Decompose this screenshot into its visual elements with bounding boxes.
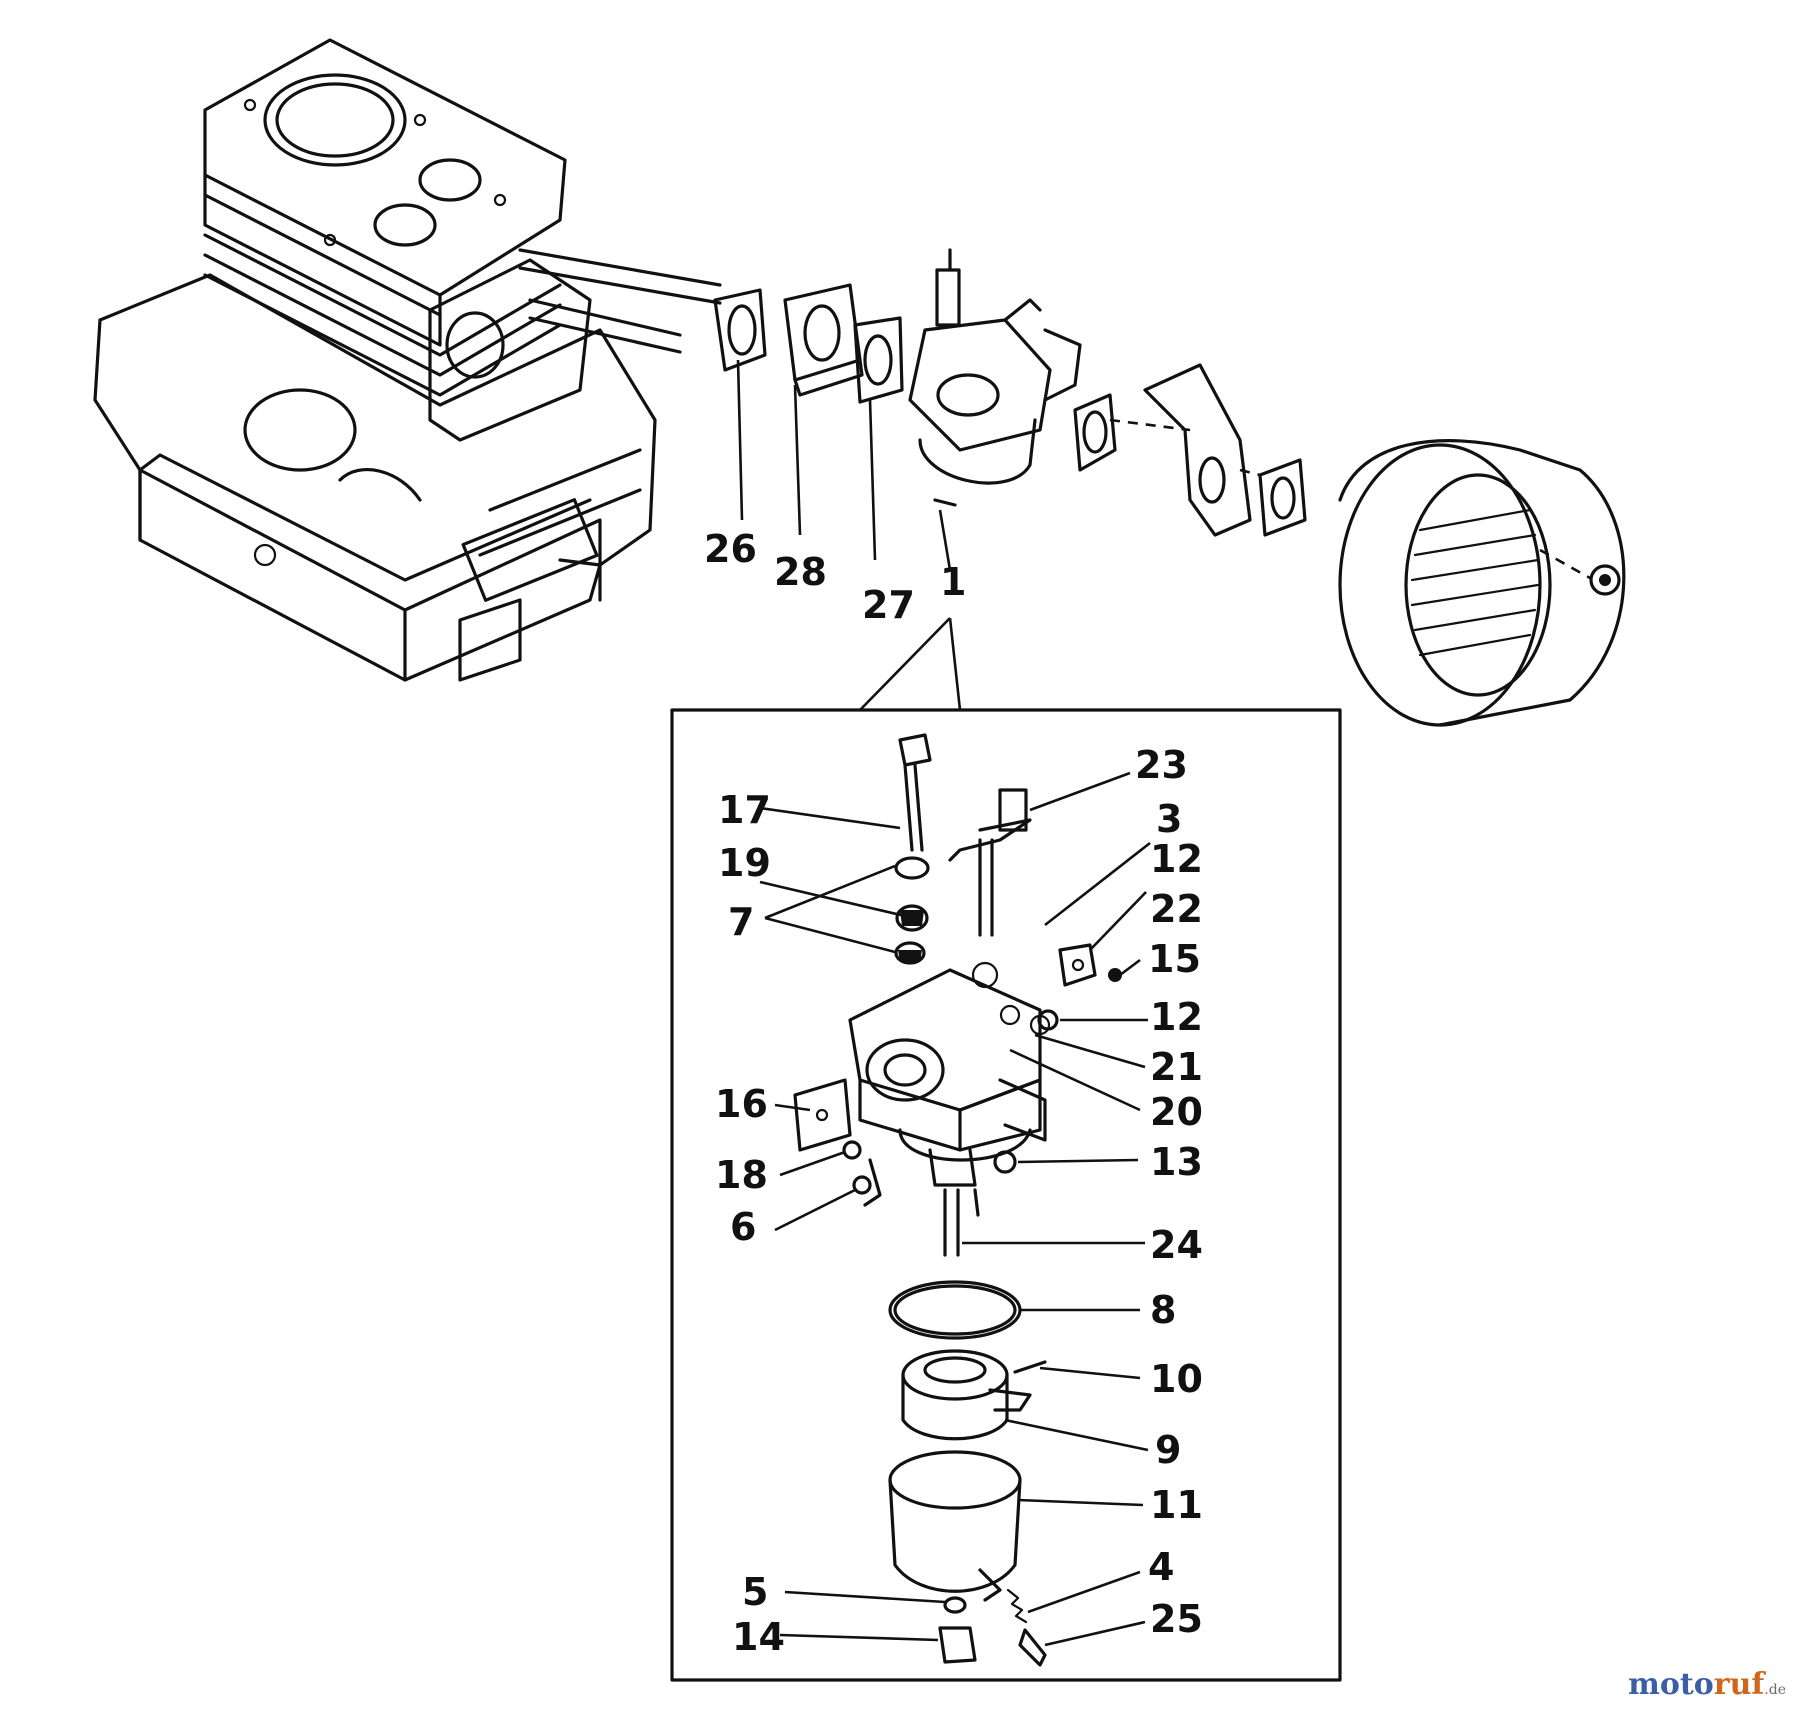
callout-17: 17: [718, 788, 771, 832]
callout-9: 9: [1155, 1428, 1181, 1472]
main-jet-24: [943, 1188, 980, 1257]
bowl-nut-14: [938, 1626, 977, 1664]
float-9: [901, 1349, 1032, 1441]
intake-gasket-26: [713, 288, 767, 372]
seal-7: [894, 941, 926, 965]
air-cleaner-bracket: [1143, 363, 1252, 537]
detail-box: [670, 708, 1342, 1682]
engine-block: [93, 38, 722, 682]
wing-nut: [1589, 564, 1621, 596]
washer-6: [852, 1158, 882, 1207]
assembly-axis-top: [1109, 418, 1591, 580]
carburetor-small: [908, 248, 1082, 507]
choke-lever-23: [948, 788, 1032, 937]
air-cleaner-gasket: [1073, 393, 1117, 472]
callout-23: 23: [1135, 743, 1188, 787]
screw-18: [842, 1140, 862, 1160]
site-watermark: motoruf.de: [1628, 1667, 1786, 1702]
cap-19: [894, 856, 930, 932]
callout-7: 7: [728, 900, 754, 944]
plate-16: [793, 1078, 852, 1152]
callout-11: 11: [1150, 1483, 1203, 1527]
carburetor-body: [848, 961, 1051, 1187]
callout-4: 4: [1148, 1545, 1174, 1589]
float-bowl-11: [888, 1450, 1022, 1602]
callout-3: 3: [1156, 797, 1182, 841]
air-cleaner-gasket-2: [1258, 458, 1307, 537]
callout-27: 27: [862, 583, 915, 627]
watermark-part2: ruf: [1713, 1667, 1765, 1702]
insulator-28: [783, 283, 864, 397]
callout-28: 28: [774, 550, 827, 594]
intake-gasket-27: [853, 316, 904, 404]
callout-18: 18: [715, 1153, 768, 1197]
callout-5: 5: [742, 1570, 768, 1614]
detail-pointer: [859, 617, 962, 711]
callout-6: 6: [730, 1205, 756, 1249]
callout-22: 22: [1150, 887, 1203, 931]
screw-13: [993, 1150, 1017, 1174]
callout-16: 16: [715, 1082, 768, 1126]
callout-20: 20: [1150, 1090, 1203, 1134]
callout-26: 26: [704, 527, 757, 571]
air-cleaner-cover: [1338, 439, 1626, 727]
watermark-part3: .de: [1764, 1682, 1786, 1698]
gasket-22: [1058, 943, 1097, 987]
callout-8: 8: [1150, 1288, 1176, 1332]
watermark-part1: moto: [1628, 1667, 1714, 1702]
callout-21: 21: [1150, 1045, 1203, 1089]
screw-12b: [1037, 1009, 1059, 1031]
callout-13: 13: [1150, 1140, 1203, 1184]
primer-tube-17: [898, 733, 932, 852]
callout-1: 1: [940, 560, 966, 604]
callout-14: 14: [732, 1615, 785, 1659]
gasket-8: [888, 1280, 1022, 1340]
callout-15: 15: [1148, 937, 1201, 981]
callout-labels: 26 28 27 1 23 17 3 12 19 22 7 15 12 21 2…: [704, 527, 1203, 1659]
callout-12a: 12: [1150, 837, 1203, 881]
washer-5: [943, 1596, 967, 1614]
callout-12b: 12: [1150, 995, 1203, 1039]
float-pin-10: [1013, 1360, 1047, 1374]
callout-19: 19: [718, 841, 771, 885]
screw-25: [1018, 1628, 1047, 1667]
leader-lines: [736, 359, 1151, 1647]
callout-24: 24: [1150, 1223, 1203, 1267]
screw-15: [1108, 968, 1122, 982]
callout-25: 25: [1150, 1597, 1203, 1641]
callout-10: 10: [1150, 1357, 1203, 1401]
spring-4: [1006, 1588, 1028, 1624]
